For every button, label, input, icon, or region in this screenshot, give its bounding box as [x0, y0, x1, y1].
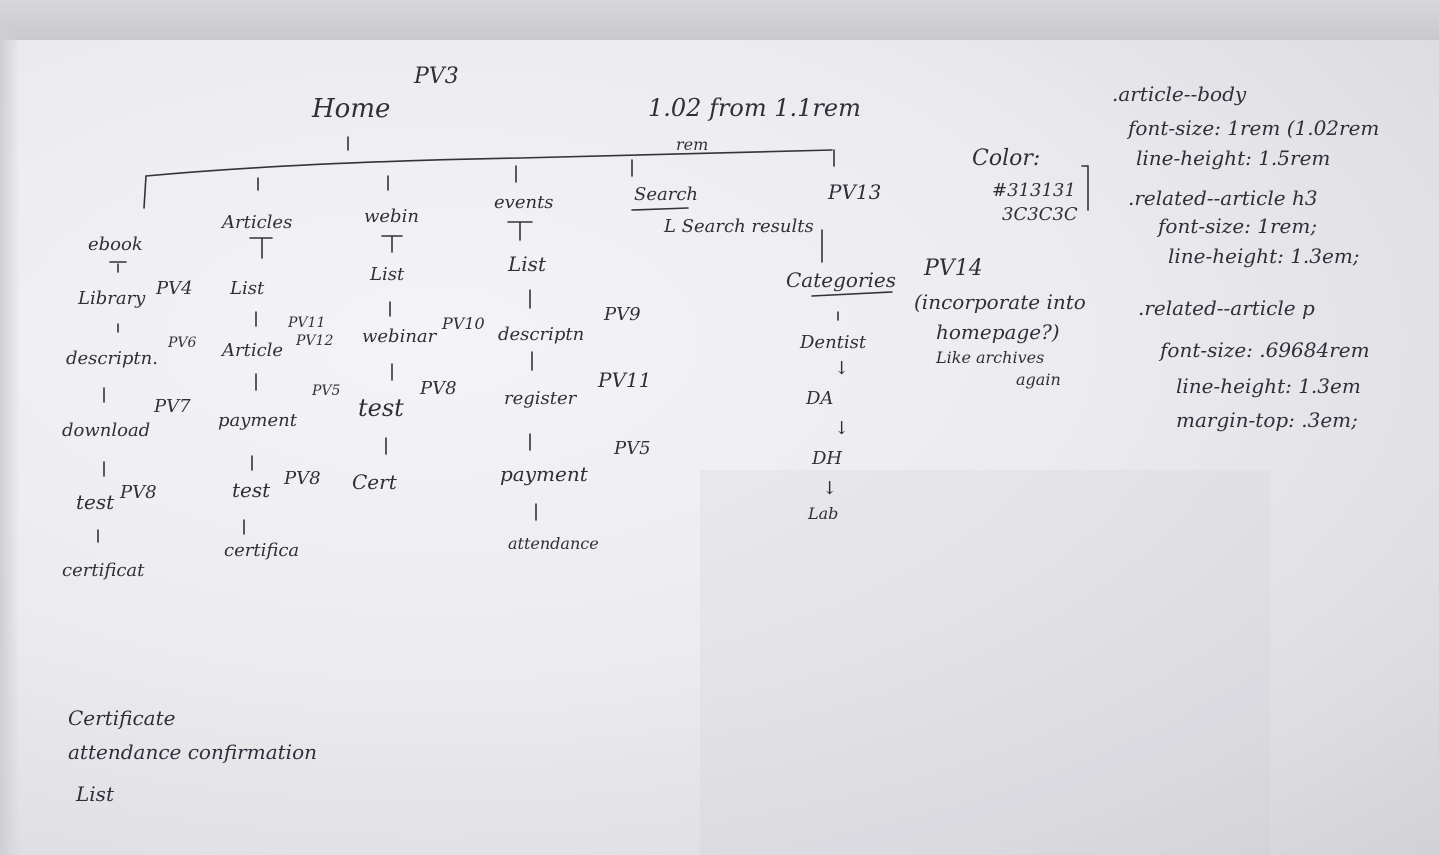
articles-node-article: Article	[222, 340, 284, 361]
ebook-node-download: download	[62, 420, 151, 441]
webinar-node-webinar-pv: PV10	[442, 314, 485, 333]
ebook-node-library-pv: PV4	[156, 278, 193, 299]
home-pv-label: PV3	[414, 64, 459, 89]
categories-node-dh: DH	[812, 448, 843, 469]
css-note-line9: line-height: 1.3em	[1176, 374, 1361, 398]
events-node-description: descriptn	[498, 324, 585, 345]
categories-node-lab: Lab	[808, 504, 839, 523]
categories-note-line3: Like archives	[936, 348, 1045, 367]
paper-left-shadow	[0, 30, 20, 855]
down-arrow-icon: ↓	[834, 418, 850, 439]
paper-top-edge	[0, 0, 1439, 40]
home-node: Home	[312, 94, 391, 124]
ebook-node-test: test	[76, 490, 115, 514]
color-note-value-2: 3C3C3C	[1002, 204, 1078, 225]
articles-node-article-pv2: PV12	[296, 333, 334, 349]
css-note-line7: .related--article p	[1138, 296, 1315, 320]
css-note-line10: margin-top: .3em;	[1176, 408, 1358, 432]
categories-node-da: DA	[806, 388, 834, 409]
bottom-note-certificate: Certificate	[68, 706, 176, 730]
branch-webinar: webin	[364, 206, 419, 227]
webinar-node-test-pv: PV8	[420, 378, 457, 399]
categories-note-line4: again	[1016, 370, 1061, 389]
ebook-node-certificate: certificat	[62, 560, 145, 581]
bleed-through-shade	[700, 470, 1270, 855]
categories-note-line2: homepage?)	[936, 320, 1060, 344]
articles-node-article-pv: PV11	[288, 315, 326, 331]
top-note-line2: rem	[676, 135, 709, 154]
css-note-line3: line-height: 1.5rem	[1136, 146, 1331, 170]
events-node-register: register	[504, 388, 577, 409]
articles-node-payment: payment	[218, 410, 297, 431]
css-note-line8: font-size: .69684rem	[1160, 338, 1370, 362]
search-results-node: L Search results	[664, 216, 814, 237]
webinar-node-webinar: webinar	[362, 326, 437, 347]
webinar-node-list: List	[370, 264, 405, 285]
categories-node-dentist: Dentist	[800, 332, 867, 353]
articles-node-list: List	[230, 278, 265, 299]
color-note-value-1: #313131	[992, 180, 1076, 201]
branch-events: events	[494, 192, 554, 213]
webinar-node-test: test	[358, 394, 404, 422]
categories-pv: PV14	[924, 256, 983, 281]
events-node-description-pv: PV9	[604, 304, 641, 325]
ebook-node-download-pv: PV7	[154, 396, 191, 417]
webinar-node-cert: Cert	[352, 470, 397, 494]
css-note-line6: line-height: 1.3em;	[1168, 244, 1360, 268]
color-note-label: Color:	[972, 146, 1041, 171]
css-note-line1: .article--body	[1112, 82, 1247, 106]
branch-categories: Categories	[786, 268, 896, 292]
down-arrow-icon: ↓	[834, 358, 850, 379]
articles-node-payment-pv: PV5	[312, 383, 341, 399]
branch-articles: Articles	[222, 212, 293, 233]
articles-node-certificate: certifica	[224, 540, 300, 561]
css-note-line4: .related--article h3	[1128, 186, 1318, 210]
css-note-line2: font-size: 1rem (1.02rem	[1128, 116, 1380, 140]
ebook-node-description: descriptn.	[66, 348, 158, 369]
search-results-pv: PV13	[828, 180, 882, 204]
events-node-attendance: attendance	[508, 534, 599, 553]
top-note-line1: 1.02 from 1.1rem	[648, 94, 861, 122]
bottom-note-attendance: attendance confirmation	[68, 740, 317, 764]
events-node-list: List	[508, 252, 546, 276]
articles-node-test: test	[232, 478, 271, 502]
ebook-node-description-pv: PV6	[168, 335, 197, 351]
categories-note-line1: (incorporate into	[914, 290, 1086, 314]
events-node-register-pv: PV11	[598, 368, 652, 392]
down-arrow-icon: ↓	[822, 478, 838, 499]
branch-search: Search	[634, 184, 698, 205]
branch-ebook: ebook	[88, 234, 143, 255]
css-note-line5: font-size: 1rem;	[1158, 214, 1318, 238]
events-node-payment: payment	[500, 462, 588, 486]
ebook-node-test-pv: PV8	[120, 482, 157, 503]
articles-node-test-pv: PV8	[284, 468, 321, 489]
ebook-node-library: Library	[78, 288, 146, 309]
bottom-note-list: List	[76, 782, 114, 806]
events-node-payment-pv: PV5	[614, 438, 651, 459]
